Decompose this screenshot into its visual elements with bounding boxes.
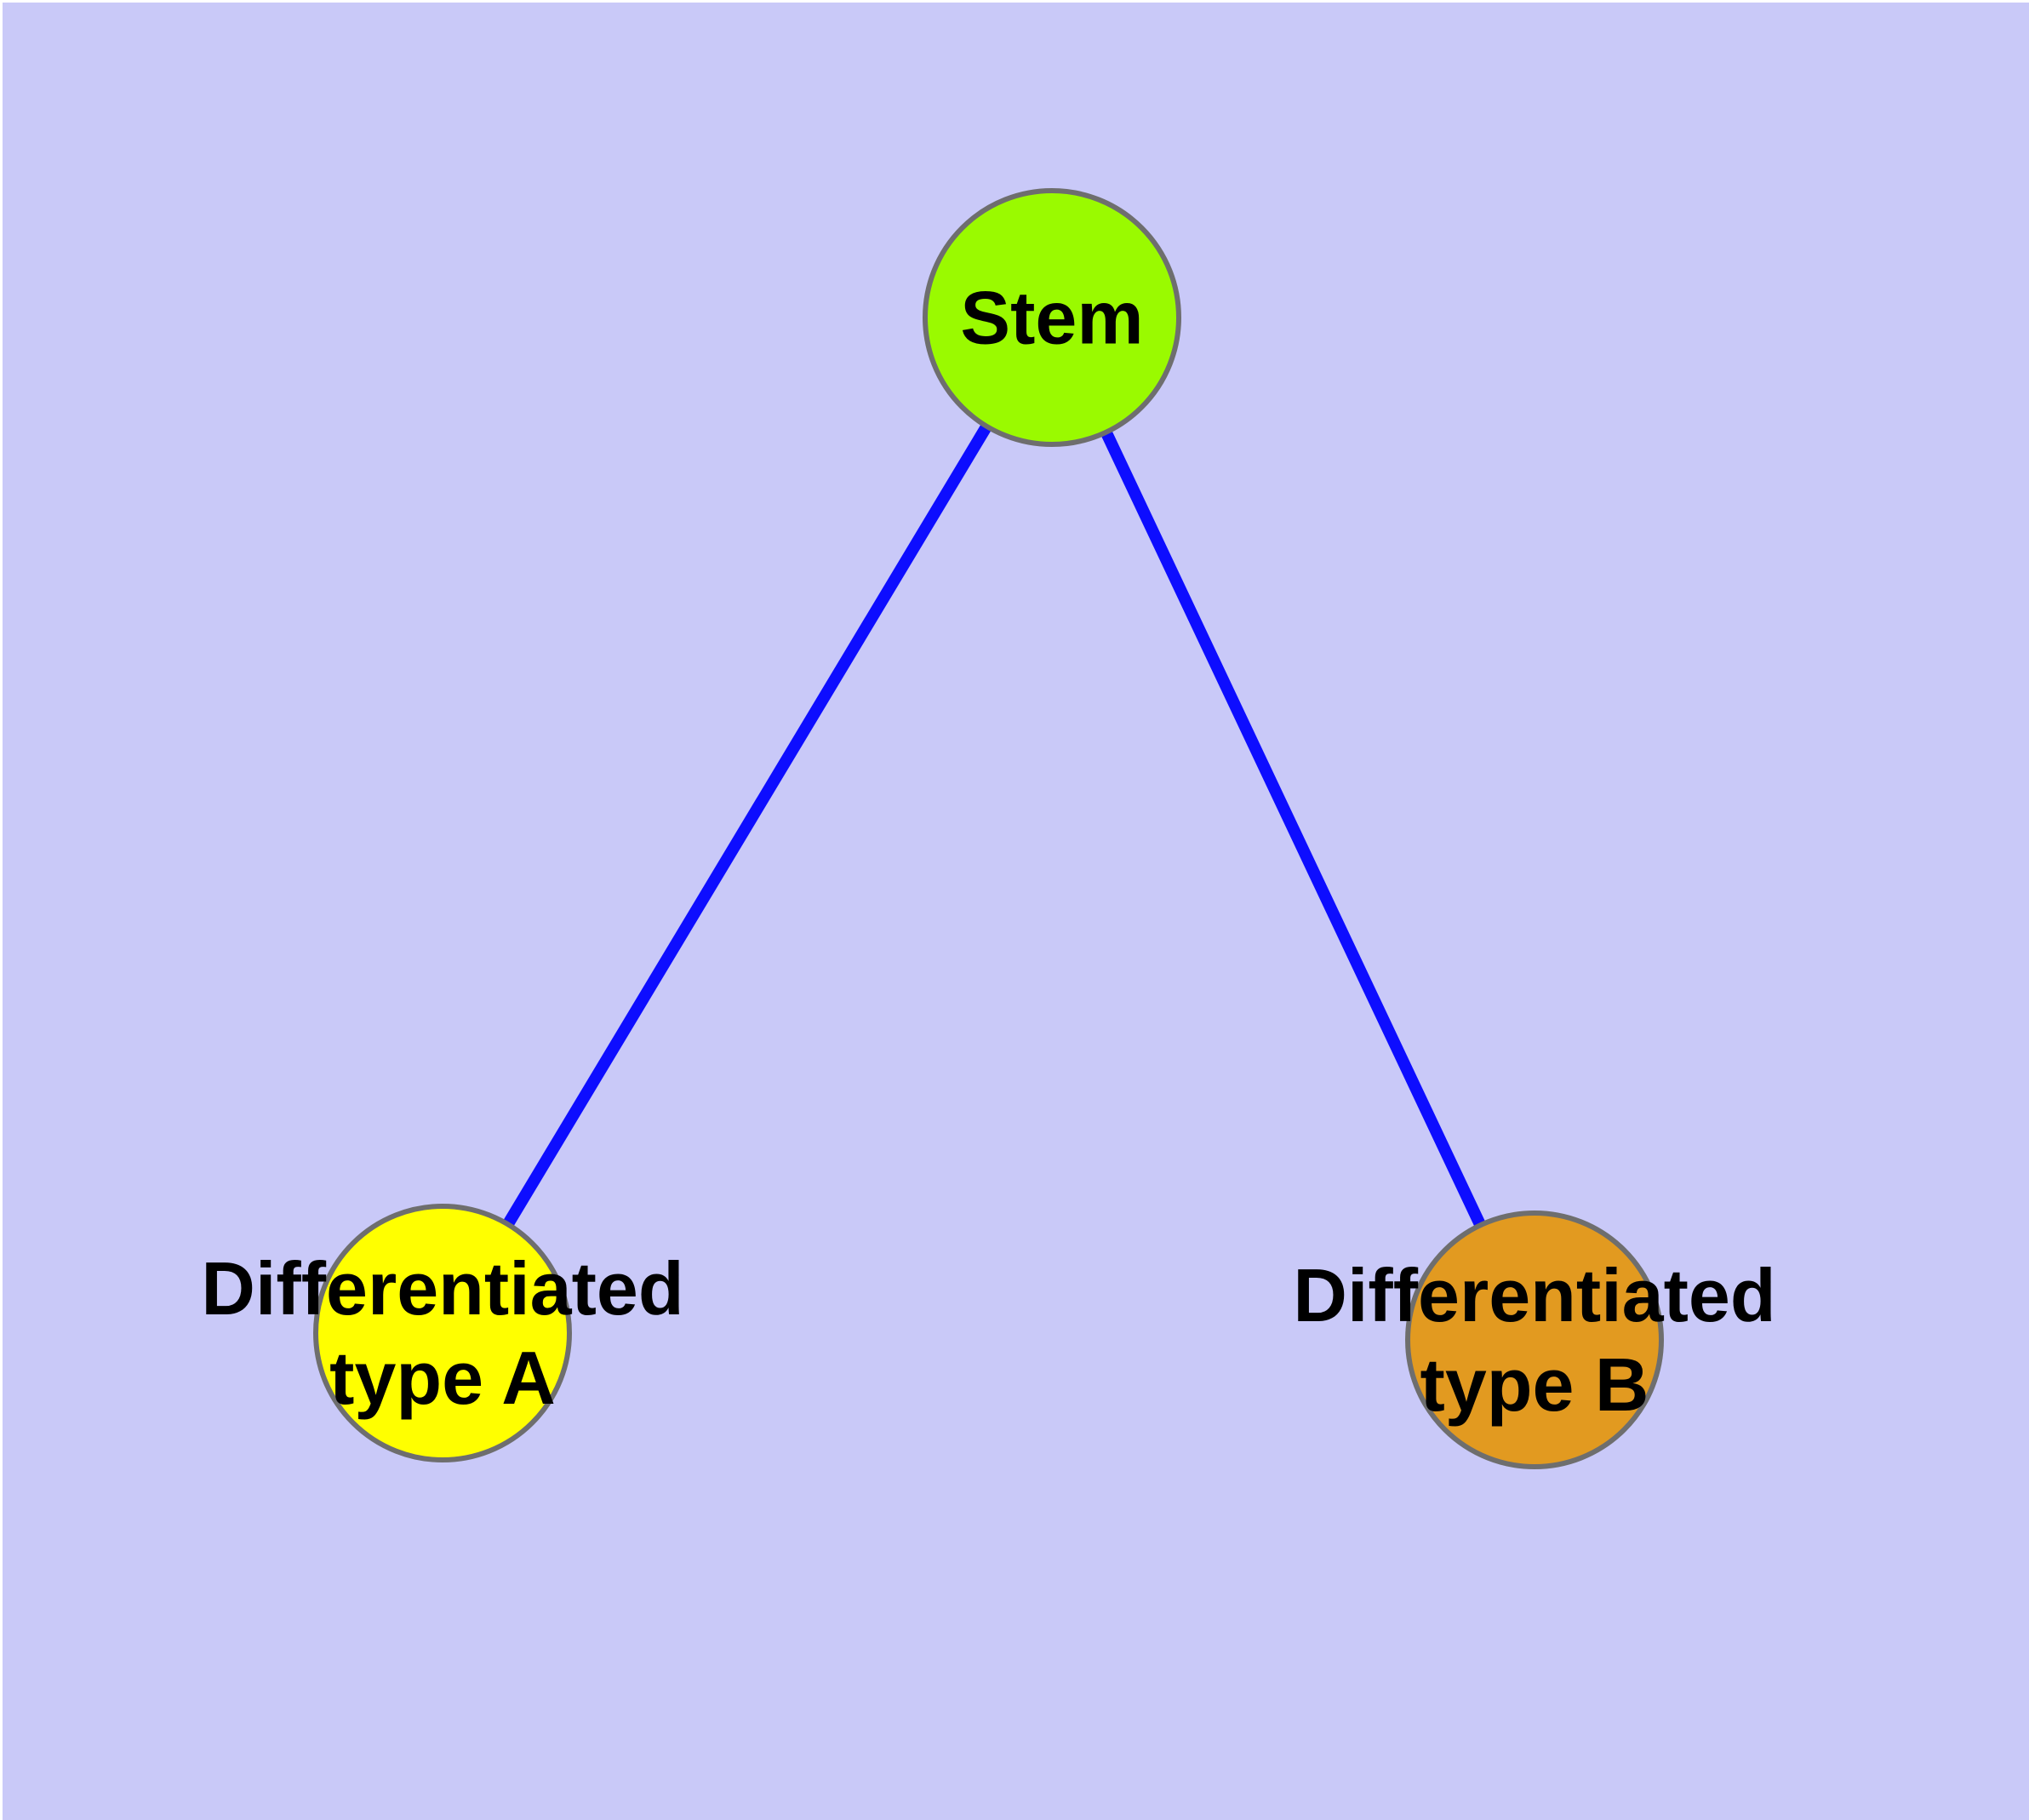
- page-top-edge-highlight: [0, 0, 2029, 3]
- edge-stem-to-type-a[interactable]: [437, 314, 1058, 1336]
- page-left-edge-highlight: [0, 0, 3, 1820]
- node-type-b-circle[interactable]: [1405, 1210, 1664, 1469]
- node-type-a-circle[interactable]: [313, 1204, 572, 1462]
- edge-stem-to-type-b[interactable]: [1046, 315, 1540, 1342]
- node-stem-circle[interactable]: [923, 188, 1181, 447]
